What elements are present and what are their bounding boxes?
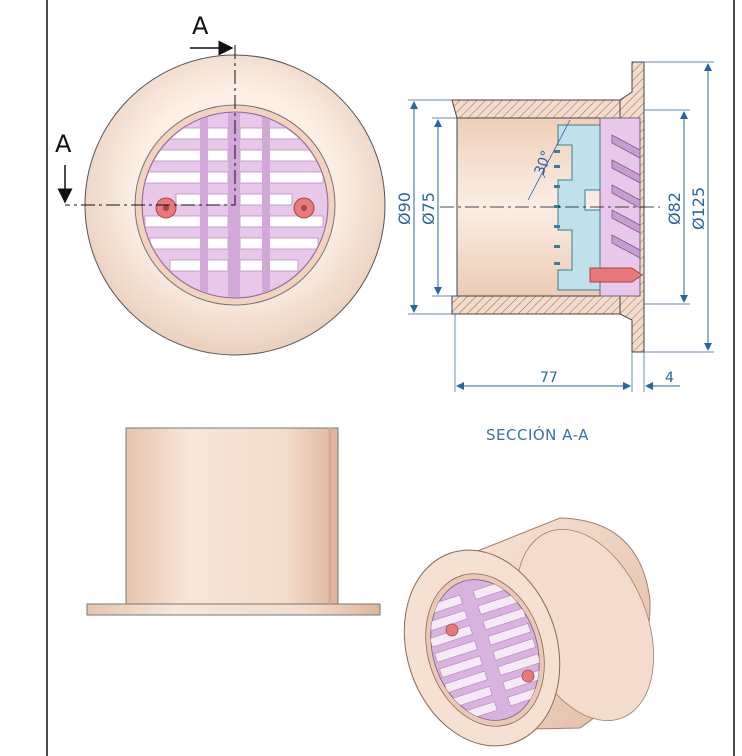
iso-screw-bottom: [521, 669, 535, 683]
section-caption: SECCIÓN A-A: [486, 425, 589, 444]
section-line: [65, 45, 236, 206]
front-screw-right-hole: [301, 205, 307, 211]
section-view: Ø90 Ø75 Ø82 Ø125 77 4 30°: [395, 61, 714, 392]
section-letter-left: A: [55, 130, 72, 158]
dim-75-label: Ø75: [419, 192, 438, 225]
dim-4-label: 4: [665, 370, 674, 386]
section-holder-teeth: [554, 150, 560, 265]
section-grille-fins: [611, 134, 641, 259]
section-holder: [557, 124, 601, 291]
side-body: [125, 427, 339, 605]
section-letter-top: A: [192, 12, 209, 40]
angle-30-line: [527, 119, 571, 201]
iso-screw-top: [445, 623, 459, 637]
dim-125-label: Ø125: [689, 187, 708, 230]
front-screw-left-hole: [163, 205, 169, 211]
angle-30-arc: [542, 164, 549, 179]
iso-view: [403, 517, 655, 747]
section-wall-bottom: [451, 295, 621, 315]
section-screw: [589, 267, 643, 283]
side-view: [86, 427, 381, 616]
front-view: A A: [55, 12, 386, 356]
side-flange: [86, 603, 381, 616]
dim-82-label: Ø82: [665, 192, 684, 225]
angle-30-label: 30°: [532, 149, 556, 178]
dim-77-label: 77: [540, 370, 558, 386]
section-wall-top: [451, 99, 621, 119]
dim-90-label: Ø90: [395, 192, 414, 225]
